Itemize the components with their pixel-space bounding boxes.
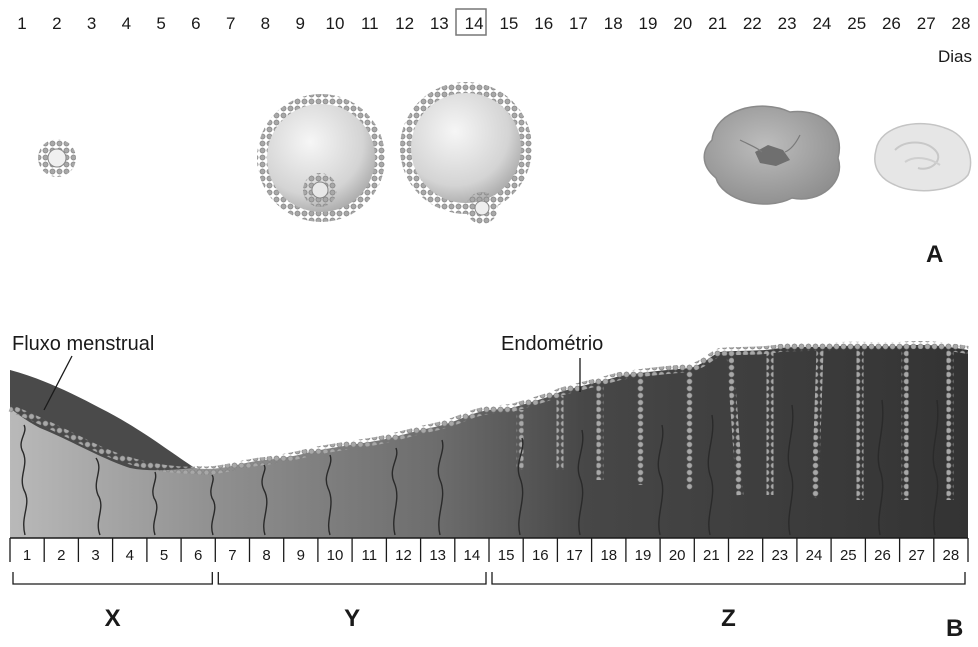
bottom-day-12: 12 (395, 547, 412, 564)
top-day-7: 7 (226, 14, 235, 33)
top-day-21: 21 (708, 14, 727, 33)
endometrium-panel (10, 345, 968, 538)
top-day-1: 1 (17, 14, 26, 33)
corpus-luteum (704, 106, 839, 204)
top-day-24: 24 (812, 14, 831, 33)
bottom-day-23: 23 (771, 547, 788, 564)
bottom-day-5: 5 (160, 547, 168, 564)
bottom-day-22: 22 (737, 547, 754, 564)
bottom-day-15: 15 (498, 547, 515, 564)
bottom-day-24: 24 (806, 547, 823, 564)
bottom-day-7: 7 (228, 547, 236, 564)
top-day-19: 19 (639, 14, 658, 33)
bottom-day-16: 16 (532, 547, 549, 564)
top-day-18: 18 (604, 14, 623, 33)
phase-letter-x: X (105, 605, 121, 632)
corpus-albicans (875, 124, 971, 191)
bottom-day-4: 4 (126, 547, 134, 564)
top-day-25: 25 (847, 14, 866, 33)
bottom-day-1: 1 (23, 547, 31, 564)
panel-b-letter: B (946, 615, 963, 642)
top-day-20: 20 (673, 14, 692, 33)
top-day-28: 28 (952, 14, 971, 33)
bottom-day-26: 26 (874, 547, 891, 564)
top-day-22: 22 (743, 14, 762, 33)
bottom-day-10: 10 (327, 547, 344, 564)
bottom-day-27: 27 (908, 547, 925, 564)
bottom-day-18: 18 (600, 547, 617, 564)
primary-follicle (38, 139, 76, 177)
bottom-day-20: 20 (669, 547, 686, 564)
bottom-day-3: 3 (91, 547, 99, 564)
phase-bracket-x (13, 572, 212, 584)
top-day-13: 13 (430, 14, 449, 33)
bottom-day-11: 11 (362, 547, 378, 564)
menstrual-flow-label: Fluxo menstrual (12, 333, 154, 355)
ovarian-stages (38, 82, 971, 224)
phase-brackets: X Y Z (13, 572, 965, 632)
phase-bracket-y (218, 572, 486, 584)
top-day-3: 3 (87, 14, 96, 33)
top-day-12: 12 (395, 14, 414, 33)
top-day-10: 10 (326, 14, 345, 33)
top-day-16: 16 (534, 14, 553, 33)
top-day-11: 11 (361, 14, 379, 33)
phase-bracket-z (492, 572, 965, 584)
bottom-day-8: 8 (262, 547, 270, 564)
top-day-14: 14 (465, 14, 484, 33)
endometrium-label: Endométrio (501, 333, 603, 355)
bottom-day-19: 19 (635, 547, 652, 564)
top-day-15: 15 (499, 14, 518, 33)
top-day-26: 26 (882, 14, 901, 33)
bottom-day-14: 14 (464, 547, 481, 564)
panel-a-letter: A (926, 241, 943, 268)
top-day-6: 6 (191, 14, 200, 33)
bottom-day-21: 21 (703, 547, 720, 564)
top-day-2: 2 (52, 14, 61, 33)
top-day-27: 27 (917, 14, 936, 33)
ovulating-follicle (400, 82, 532, 224)
top-day-23: 23 (778, 14, 797, 33)
top-day-4: 4 (122, 14, 131, 33)
growing-follicle (257, 94, 385, 222)
bottom-day-6: 6 (194, 547, 202, 564)
bottom-day-13: 13 (429, 547, 446, 564)
phase-letter-y: Y (344, 605, 360, 632)
phase-letter-z: Z (721, 605, 736, 632)
top-day-8: 8 (261, 14, 270, 33)
bottom-day-9: 9 (297, 547, 305, 564)
bottom-day-17: 17 (566, 547, 583, 564)
top-day-9: 9 (295, 14, 304, 33)
bottom-day-25: 25 (840, 547, 857, 564)
bottom-day-28: 28 (943, 547, 960, 564)
top-day-5: 5 (156, 14, 165, 33)
days-unit-label: Dias (938, 47, 972, 66)
bottom-day-2: 2 (57, 547, 65, 564)
top-day-17: 17 (569, 14, 588, 33)
